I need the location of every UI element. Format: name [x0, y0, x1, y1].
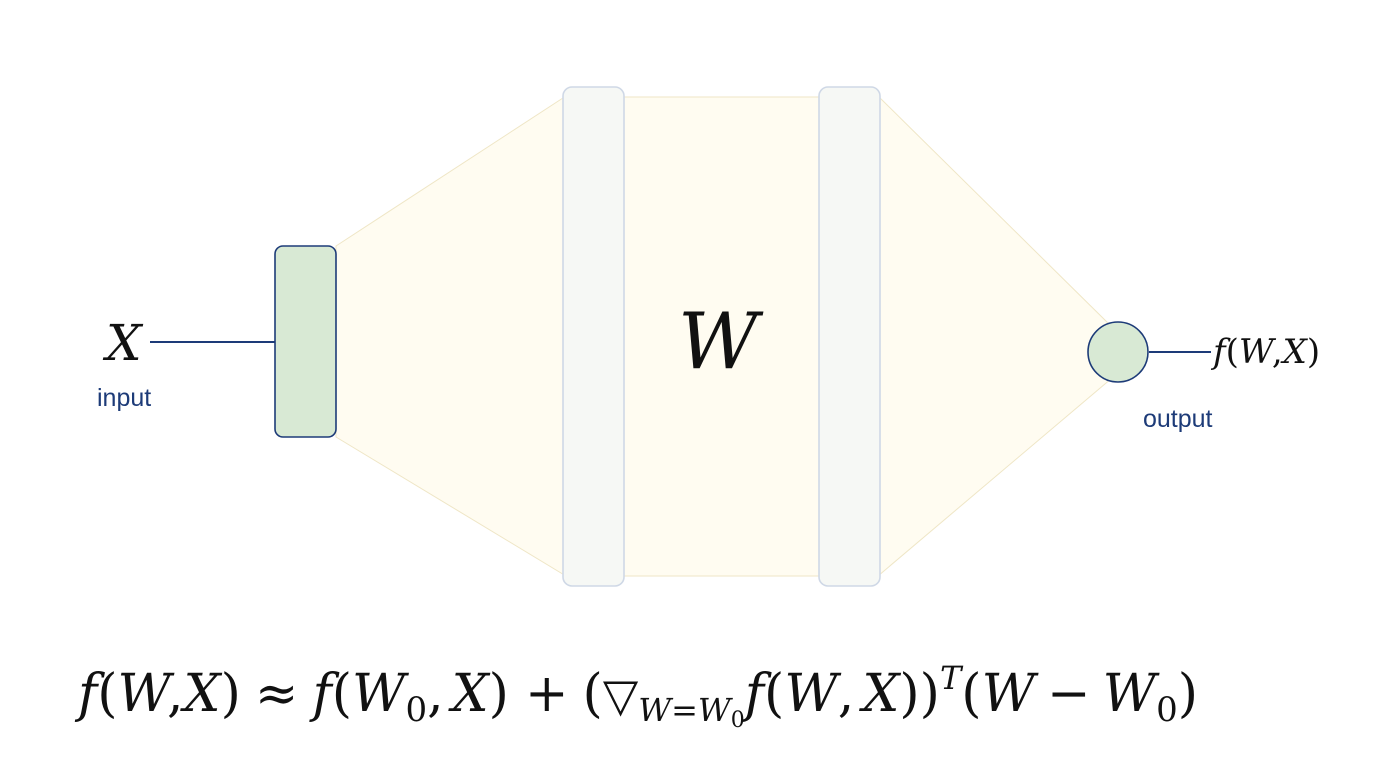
input-label: input	[97, 384, 151, 412]
eq-lhs-x: X	[180, 664, 223, 724]
eq-plus: +	[525, 664, 569, 724]
eq-d-sub: 0	[1156, 690, 1178, 730]
eq-approx: ≈	[255, 664, 299, 724]
eq-transpose: T	[940, 659, 964, 697]
eq-g-open: (	[764, 664, 784, 724]
eq-paren-open: (	[583, 664, 603, 724]
output-arg-x: X	[1280, 332, 1309, 372]
eq-t1-w: W	[352, 664, 409, 724]
eq-lhs-close: )	[221, 664, 241, 724]
input-layer	[274, 245, 337, 438]
eq-nabla-sub-w0-sub: 0	[731, 708, 745, 733]
eq-nabla-sub-w: W	[638, 691, 674, 729]
output-label: output	[1143, 405, 1213, 433]
eq-nabla: ▽	[603, 668, 639, 722]
eq-t1-open: (	[332, 664, 352, 724]
eq-d-minus: −	[1047, 664, 1091, 724]
output-arg-w: W	[1239, 332, 1277, 372]
eq-g-close: )	[899, 664, 919, 724]
output-comma: ,	[1272, 332, 1283, 372]
eq-lhs-comma: ,	[167, 664, 184, 724]
output-node	[1087, 321, 1149, 383]
eq-t1-x: X	[448, 664, 491, 724]
eq-g-x: X	[858, 664, 901, 724]
eq-d-open: (	[961, 664, 981, 724]
eq-paren-close: )	[920, 664, 940, 724]
hidden-layer-1	[562, 86, 625, 587]
eq-t1-close: )	[489, 664, 509, 724]
eq-lhs-w: W	[118, 664, 175, 724]
weights-symbol: W	[678, 297, 764, 387]
output-open-paren: (	[1226, 332, 1239, 372]
output-fan	[877, 94, 1113, 578]
input-fan	[335, 95, 567, 577]
hidden-region	[619, 96, 824, 577]
eq-t1-sub: 0	[405, 690, 427, 730]
eq-d-w0: W	[1103, 664, 1160, 724]
output-expression: f(W,X)	[1210, 332, 1320, 372]
eq-d-w: W	[982, 664, 1039, 724]
eq-g-comma: ,	[838, 664, 855, 724]
eq-lhs-open: (	[97, 664, 117, 724]
output-close-paren: )	[1307, 332, 1320, 372]
eq-d-close: )	[1178, 664, 1198, 724]
taylor-equation: f(W,X)≈f(W0,X)+(▽W=W0f(W,X))T(W−W0)	[74, 659, 1198, 733]
eq-nabla-sub-w0: W	[698, 691, 734, 729]
eq-t1-comma: ,	[427, 664, 444, 724]
hidden-layer-2	[818, 86, 881, 587]
eq-g-w: W	[784, 664, 841, 724]
eq-nabla-sub-eq: =	[671, 691, 698, 729]
input-symbol: X	[102, 314, 144, 372]
